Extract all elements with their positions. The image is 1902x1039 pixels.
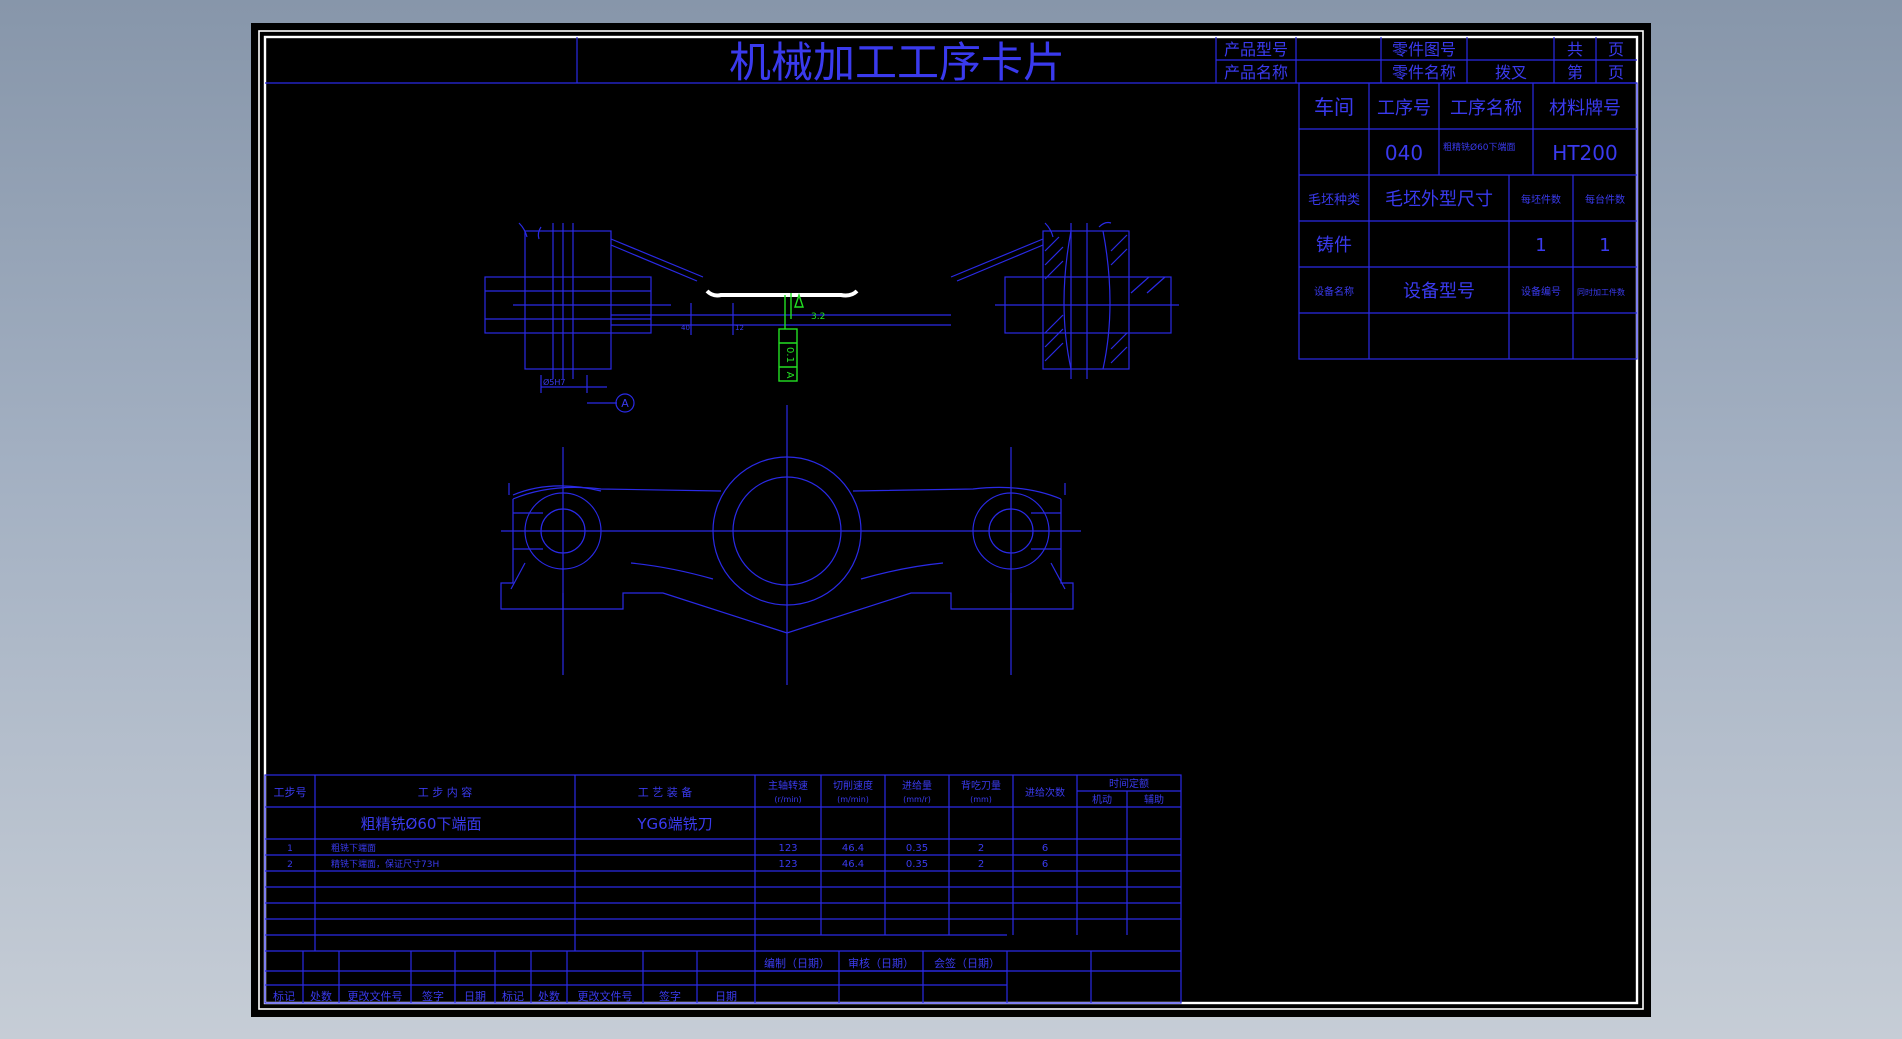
footer-count-2: 处数 bbox=[538, 990, 560, 1003]
dim-small-1: 40 bbox=[681, 324, 690, 332]
hdr-speed-unit: (m/min) bbox=[837, 795, 869, 804]
blank-size-label: 毛坯外型尺寸 bbox=[1385, 189, 1493, 210]
flatness-value: 0.1 bbox=[784, 347, 795, 363]
outer-frame bbox=[258, 30, 1644, 1010]
row2-speed: 46.4 bbox=[842, 859, 864, 870]
blank-type-label: 毛坯种类 bbox=[1308, 193, 1360, 208]
op-name-value: 粗精铣Ø60下端面 bbox=[1443, 141, 1516, 153]
blank-pieces-label: 每坯件数 bbox=[1521, 193, 1561, 206]
flatness-datum: A bbox=[784, 372, 795, 379]
hdr-equipment: 工 艺 装 备 bbox=[638, 785, 693, 799]
hdr-depth-unit: (mm) bbox=[970, 795, 992, 804]
part-front-view bbox=[500, 405, 1081, 685]
inner-frame bbox=[263, 35, 1639, 1005]
material-value: HT200 bbox=[1552, 141, 1617, 165]
op-no-label: 工序号 bbox=[1377, 98, 1431, 119]
hdr-step-no: 工步号 bbox=[274, 786, 307, 799]
row1-speed: 46.4 bbox=[842, 843, 864, 854]
datum-label: A bbox=[621, 397, 629, 410]
sheet-label: 第 bbox=[1567, 63, 1583, 82]
op-no-value: 040 bbox=[1385, 141, 1423, 165]
equip-model-label: 设备型号 bbox=[1403, 281, 1475, 302]
row1-no: 1 bbox=[287, 844, 293, 854]
footer-review: 审核（日期） bbox=[848, 956, 914, 970]
dim-hole-left: Ø5H7 bbox=[543, 377, 566, 387]
row2-spindle: 123 bbox=[778, 859, 797, 870]
per-unit-value: 1 bbox=[1599, 235, 1610, 256]
product-name-label: 产品名称 bbox=[1224, 63, 1288, 82]
workshop-label: 车间 bbox=[1314, 95, 1354, 119]
part-name-label: 零件名称 bbox=[1392, 63, 1456, 82]
cad-viewport[interactable]: 机械加工工序卡片 产品型号 产品名称 零件图号 零件名称 拨叉 共 页 第 页 … bbox=[251, 23, 1651, 1017]
footer-compile: 编制（日期） bbox=[764, 956, 830, 970]
hdr-content: 工 步 内 容 bbox=[418, 785, 473, 799]
row2-depth: 2 bbox=[978, 859, 984, 870]
row1-spindle: 123 bbox=[778, 843, 797, 854]
hdr-time: 时间定额 bbox=[1109, 777, 1149, 790]
hdr-passes: 进给次数 bbox=[1025, 786, 1065, 799]
row1-feed: 0.35 bbox=[906, 843, 928, 854]
blank-type-value: 铸件 bbox=[1316, 235, 1352, 256]
process-card-drawing: 机械加工工序卡片 产品型号 产品名称 零件图号 零件名称 拨叉 共 页 第 页 … bbox=[258, 30, 1644, 1010]
page-unit-2: 页 bbox=[1608, 63, 1624, 82]
footer-sign-1: 签字 bbox=[422, 989, 444, 1003]
hdr-feed: 进给量 bbox=[902, 779, 932, 792]
page-unit-1: 页 bbox=[1608, 40, 1624, 59]
main-tool: YG6端铣刀 bbox=[636, 815, 712, 833]
footer-mark-1: 标记 bbox=[273, 989, 295, 1003]
row1-passes: 6 bbox=[1042, 843, 1048, 854]
blank-pieces-value: 1 bbox=[1535, 235, 1546, 256]
main-content: 粗精铣Ø60下端面 bbox=[361, 815, 482, 833]
roughness-value: 3.2 bbox=[811, 312, 825, 322]
hdr-feed-unit: (mm/r) bbox=[903, 795, 931, 804]
row2-feed: 0.35 bbox=[906, 859, 928, 870]
hdr-spindle-unit: (r/min) bbox=[774, 795, 801, 804]
row2-no: 2 bbox=[287, 860, 293, 870]
row2-passes: 6 bbox=[1042, 859, 1048, 870]
hdr-spindle: 主轴转速 bbox=[768, 779, 808, 792]
per-unit-label: 每台件数 bbox=[1585, 193, 1625, 206]
tolerance-annotation bbox=[778, 292, 804, 382]
material-label: 材料牌号 bbox=[1549, 98, 1621, 119]
footer-mark-2: 标记 bbox=[502, 989, 524, 1003]
equip-no-label: 设备编号 bbox=[1521, 285, 1561, 298]
op-name-label: 工序名称 bbox=[1450, 98, 1522, 119]
hdr-machine: 机动 bbox=[1092, 793, 1112, 806]
hdr-aux: 辅助 bbox=[1144, 793, 1164, 806]
hdr-speed: 切削速度 bbox=[833, 779, 873, 792]
part-number-label: 零件图号 bbox=[1392, 40, 1456, 59]
footer-date-2: 日期 bbox=[715, 990, 737, 1003]
row2-content: 精铣下端面，保证尺寸73H bbox=[331, 858, 439, 870]
part-top-view bbox=[484, 221, 1179, 413]
footer-sign-2: 签字 bbox=[659, 989, 681, 1003]
footer-doc-2: 更改文件号 bbox=[578, 989, 633, 1003]
product-model-label: 产品型号 bbox=[1224, 40, 1288, 59]
concurrent-label: 同时加工件数 bbox=[1577, 287, 1625, 297]
hdr-depth: 背吃刀量 bbox=[961, 779, 1001, 792]
part-name-value: 拨叉 bbox=[1495, 63, 1527, 82]
dim-small-2: 12 bbox=[735, 324, 744, 332]
equip-name-label: 设备名称 bbox=[1314, 285, 1354, 298]
steps-table bbox=[264, 774, 1182, 1004]
footer-date-1: 日期 bbox=[464, 990, 486, 1003]
total-pages-label: 共 bbox=[1567, 40, 1583, 59]
footer-doc-1: 更改文件号 bbox=[348, 989, 403, 1003]
machined-surface bbox=[705, 289, 859, 298]
footer-count-1: 处数 bbox=[310, 990, 332, 1003]
footer-countersign: 会签（日期） bbox=[934, 956, 1000, 970]
row1-depth: 2 bbox=[978, 843, 984, 854]
row1-content: 粗铣下端面 bbox=[331, 842, 376, 854]
card-title: 机械加工工序卡片 bbox=[729, 38, 1065, 87]
process-info-table bbox=[1298, 82, 1638, 360]
